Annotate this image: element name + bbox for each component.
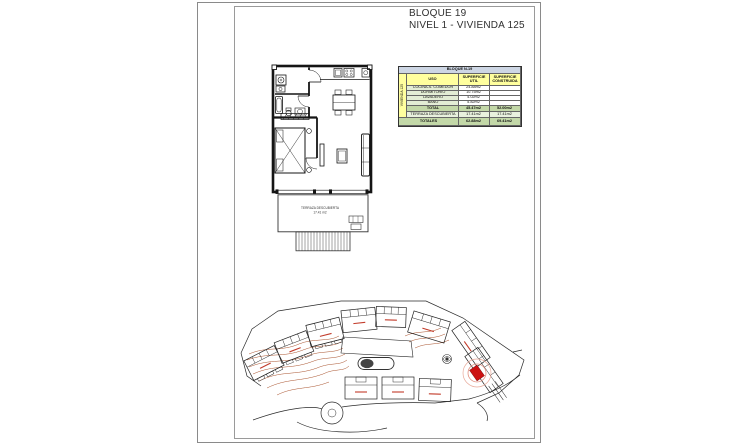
row-uso: DORMITORIO xyxy=(407,91,459,96)
sheet-inner-border xyxy=(234,6,535,439)
row-uso: COCINA-S. COMEDOR xyxy=(407,86,459,91)
area-table-vertical-label: VIVIENDA 125 xyxy=(399,74,407,118)
row-util: 10.75m2 xyxy=(459,91,490,96)
site-plan xyxy=(240,300,525,433)
terraza-label: TERRAZA DESCUBIERTA xyxy=(407,112,459,118)
row-construida xyxy=(490,86,521,91)
row-construida xyxy=(490,91,521,96)
contour-lines xyxy=(246,327,450,396)
terraza-construida: 17.41m2 xyxy=(490,112,521,118)
totales-construida: 69.41m2 xyxy=(490,118,521,126)
terraza-util: 17.41m2 xyxy=(459,112,490,118)
highlight-red-marker xyxy=(469,364,485,382)
sheet-title-line1: BLOQUE 19 xyxy=(409,8,467,19)
row-construida xyxy=(490,96,521,101)
floor-plan: TERRAZA DESCUBIERTA 17.41 m2 xyxy=(271,64,373,252)
apartment-walls xyxy=(271,64,373,195)
area-table-title: BLOQUE N-19 xyxy=(399,67,521,74)
apartment-fixtures xyxy=(274,68,370,177)
row-util: 4.02m2 xyxy=(459,96,490,101)
row-util: 5.82m2 xyxy=(459,101,490,106)
col-header-util: SUPERFICIE UTIL xyxy=(459,74,490,86)
building-blocks xyxy=(243,306,507,403)
stairs xyxy=(295,231,351,252)
terrace-label-line1: TERRAZA DESCUBIERTA xyxy=(301,206,340,210)
row-construida xyxy=(490,101,521,106)
totales-label: TOTALES xyxy=(399,118,459,126)
site-boundary xyxy=(240,300,525,433)
row-uso: LAVADERO xyxy=(407,96,459,101)
sheet-title-line2: NIVEL 1 - VIVIENDA 125 xyxy=(409,19,525,31)
title-block: BLOQUE 19 NIVEL 1 - VIVIENDA 125 xyxy=(409,8,525,31)
terrace-label-line2: 17.41 m2 xyxy=(313,211,327,215)
col-header-construida: SUPERFICIE CONSTRUIDA xyxy=(490,74,521,86)
totales-util: 62.88m2 xyxy=(459,118,490,126)
sheet-outer-border xyxy=(197,2,541,443)
col-header-uso: USO xyxy=(407,74,459,86)
total-construida: 52.00m2 xyxy=(490,106,521,112)
row-util: 24.88m2 xyxy=(459,86,490,91)
total-label: TOTAL xyxy=(407,106,459,112)
area-table: BLOQUE N-19 VIVIENDA 125 USO SUPERFICIE … xyxy=(398,66,522,127)
total-util: 45.47m2 xyxy=(459,106,490,112)
row-uso: BAÑO xyxy=(407,101,459,106)
highlighted-unit xyxy=(462,358,492,388)
